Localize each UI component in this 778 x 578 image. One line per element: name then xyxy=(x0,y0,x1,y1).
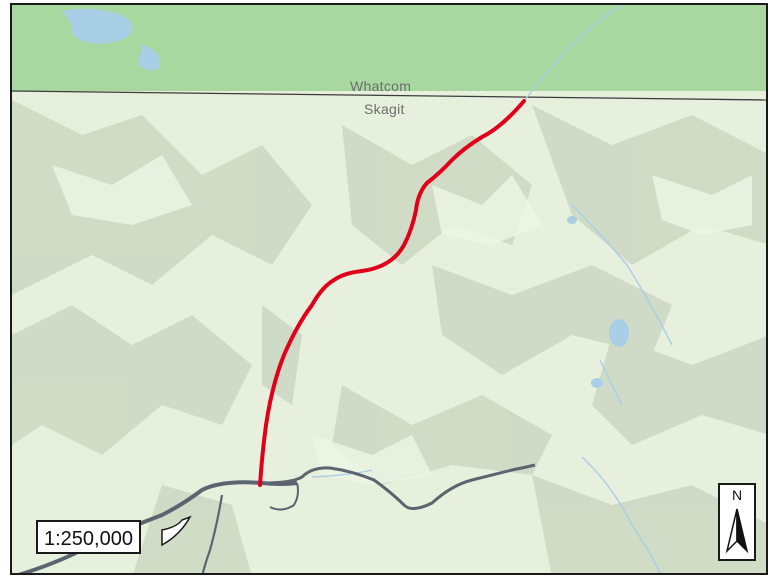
north-arrow-box: N xyxy=(718,483,756,561)
scale-indicator: 1:250,000 xyxy=(36,520,141,554)
map-canvas[interactable] xyxy=(12,5,768,575)
small-lakes xyxy=(567,216,629,388)
map-frame[interactable]: Whatcom Skagit 1:250,000 N xyxy=(10,3,768,575)
county-label-whatcom: Whatcom xyxy=(350,78,412,94)
scale-callout-tail xyxy=(161,515,192,547)
highway-south xyxy=(201,494,224,573)
whatcom-county-area xyxy=(12,5,766,91)
north-letter: N xyxy=(731,487,743,503)
highway-loop xyxy=(269,482,299,511)
north-arrow-icon xyxy=(725,508,749,554)
streams xyxy=(311,5,673,573)
county-label-skagit: Skagit xyxy=(364,101,405,117)
lake-north xyxy=(62,8,133,44)
terrain-highlights xyxy=(52,155,752,485)
county-boundary xyxy=(12,90,766,101)
lake-north-small xyxy=(138,45,161,71)
highlighted-route[interactable] xyxy=(258,99,526,487)
highway-main-east xyxy=(261,463,536,510)
